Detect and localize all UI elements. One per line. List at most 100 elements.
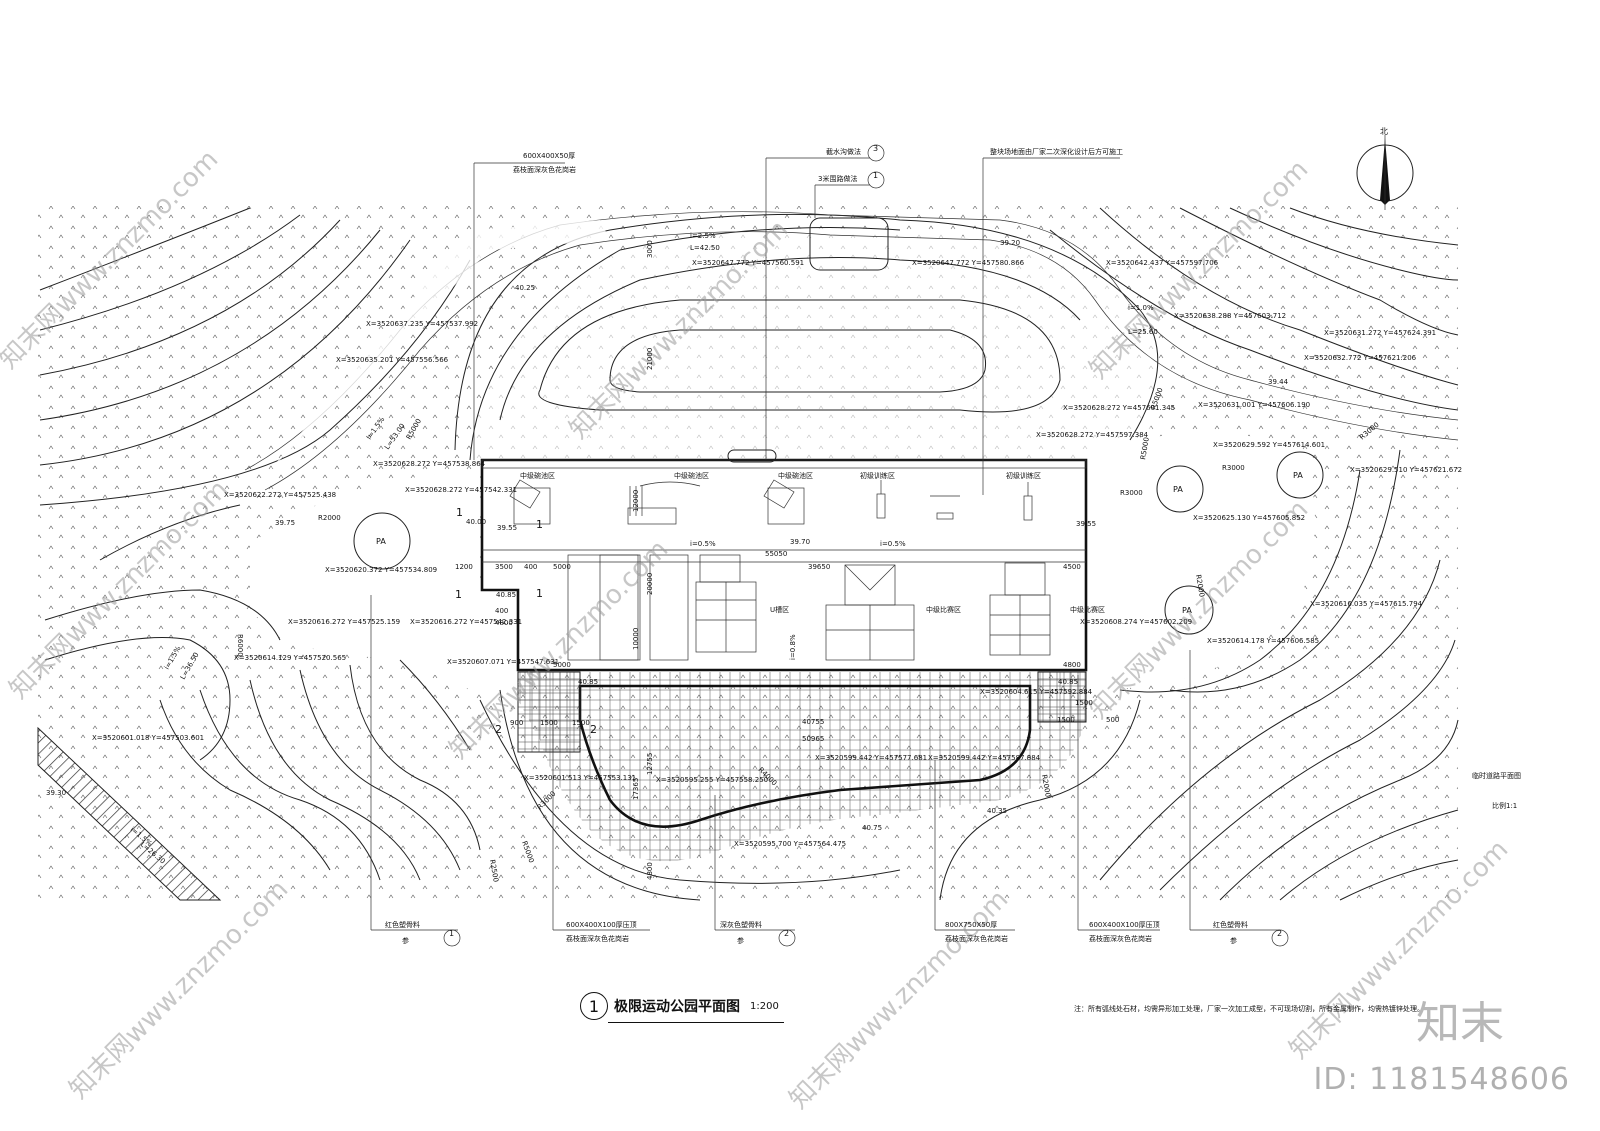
svg-text:X=3520631.001 Y=457606.190: X=3520631.001 Y=457606.190	[1198, 401, 1310, 409]
svg-text:2: 2	[590, 723, 597, 736]
svg-text:X=3520599.442 Y=457587.884: X=3520599.442 Y=457587.884	[928, 754, 1041, 762]
svg-text:X=3520632.772 Y=457621.206: X=3520632.772 Y=457621.206	[1304, 354, 1417, 362]
callout-bottom-5: 600X400X100厚压顶	[1089, 921, 1160, 929]
contour-lines	[39, 207, 1459, 901]
ref-circle	[443, 929, 461, 947]
callout-top-1: 600X400X50厚	[523, 152, 575, 160]
svg-text:X=3520620.372 Y=457534.809: X=3520620.372 Y=457534.809	[325, 566, 437, 574]
svg-text:X=3520628.272 Y=457538.864: X=3520628.272 Y=457538.864	[373, 460, 486, 468]
dimension: 1500	[1057, 716, 1075, 724]
callout-bottom-prefix: 参	[402, 936, 409, 945]
zone-label: U槽区	[770, 605, 789, 614]
svg-text:X=3520642.437 Y=457597.706: X=3520642.437 Y=457597.706	[1106, 259, 1219, 267]
elevation: 40.00	[466, 518, 486, 526]
leader-lines	[370, 157, 1280, 931]
dimension: 50965	[802, 735, 824, 743]
drawing-title: 1 极限运动公园平面图 1:200	[580, 990, 779, 1022]
slope: i=1.0%	[1128, 304, 1154, 312]
dimension: 10000	[632, 628, 640, 650]
svg-text:X=3520607.071 Y=457547.631: X=3520607.071 Y=457547.631	[447, 658, 559, 666]
dimension: 20000	[646, 573, 654, 595]
brand-logo: 知末	[1416, 998, 1504, 1049]
svg-text:X=3520616.035 Y=457615.794: X=3520616.035 Y=457615.794	[1310, 600, 1423, 608]
callout-bottom-6: 红色塑骨料	[1213, 920, 1248, 929]
elevation: 40.85	[578, 678, 598, 686]
dimension: 4800	[1063, 661, 1081, 669]
slope: i=0.5%	[690, 540, 716, 548]
svg-text:R2000: R2000	[1040, 774, 1052, 798]
dimension: 1500	[540, 719, 558, 727]
elevation: 40.85	[496, 591, 516, 599]
road-strip	[37, 726, 222, 901]
dimension: 21000	[646, 348, 654, 370]
dimension: 17365	[632, 778, 640, 800]
slope: L=42.50	[690, 244, 720, 252]
svg-text:1: 1	[536, 518, 543, 531]
dimension: 900	[510, 719, 523, 727]
svg-text:R3000: R3000	[1120, 489, 1143, 497]
callout-box-small	[727, 449, 777, 463]
slope: L=25.60	[1128, 328, 1158, 336]
dimension: 40755	[802, 718, 824, 726]
zone-label: 初级训练区	[860, 471, 895, 480]
svg-text:X=3520604.615 Y=457592.884: X=3520604.615 Y=457592.884	[980, 688, 1093, 696]
callout-top-3: 3米围路做法	[818, 174, 857, 183]
margin-note: 临时道路平面图	[1472, 771, 1521, 780]
svg-text:R2000: R2000	[1194, 574, 1206, 598]
title-number: 1	[580, 992, 608, 1020]
running-track	[244, 211, 1459, 491]
svg-text:X=3520608.274 Y=457602.209: X=3520608.274 Y=457602.209	[1080, 618, 1192, 626]
svg-text:R5000: R5000	[1139, 437, 1151, 461]
dimension: 500	[1106, 716, 1119, 724]
svg-text:X=3520625.130 Y=457605.852: X=3520625.130 Y=457605.852	[1193, 514, 1305, 522]
title-text: 极限运动公园平面图	[614, 999, 740, 1015]
callout-top-1-sub: 荔枝面深灰色花岗岩	[513, 165, 576, 174]
tree-label: PA	[1182, 606, 1192, 615]
svg-text:X=3520629.592 Y=457614.601: X=3520629.592 Y=457614.601	[1213, 441, 1325, 449]
zone-label: 中级碗池区	[778, 471, 813, 480]
margin-note: 比例1:1	[1492, 801, 1517, 810]
elevation: 39.30	[46, 789, 66, 797]
svg-text:知末网www.znzmo.com: 知末网www.znzmo.com	[64, 874, 295, 1105]
callout-bottom-4-sub: 荔枝面深灰色花岗岩	[945, 934, 1008, 943]
callout-top-2: 截水沟做法	[826, 147, 861, 156]
svg-text:X=3520628.272 Y=457597.384: X=3520628.272 Y=457597.384	[1036, 431, 1149, 439]
elevation: 39.55	[497, 524, 517, 532]
svg-text:X=3520622.272 Y=457525.438: X=3520622.272 Y=457525.438	[224, 491, 336, 499]
dimension: 1500	[1075, 699, 1093, 707]
callout-bottom-5-sub: 荔枝面深灰色花岗岩	[1089, 934, 1152, 943]
dimension: 3000	[646, 240, 654, 258]
svg-text:X=3520631.272 Y=457624.391: X=3520631.272 Y=457624.391	[1324, 329, 1436, 337]
north-arrow	[1356, 135, 1414, 210]
skatepark-main-block	[480, 458, 1088, 672]
zone-label: 初级训练区	[1006, 471, 1041, 480]
north-label: 北	[1380, 127, 1388, 136]
tree-label: PA	[1173, 485, 1183, 494]
elevation: 40.75	[862, 824, 882, 832]
svg-text:X=3520614.178 Y=457606.585: X=3520614.178 Y=457606.585	[1207, 637, 1319, 645]
svg-text:X=3520595.255 Y=457558.250: X=3520595.255 Y=457558.250	[656, 776, 768, 784]
svg-text:X=3520599.442 Y=457577.681: X=3520599.442 Y=457577.681	[815, 754, 927, 762]
svg-text:X=3520616.272 Y=457542.331: X=3520616.272 Y=457542.331	[410, 618, 522, 626]
svg-text:1: 1	[536, 587, 543, 600]
dimension: 39650	[808, 563, 830, 571]
dimension: 5000	[553, 563, 571, 571]
elevation: 40.85	[1058, 678, 1078, 686]
svg-text:X=3520601.018 Y=457503.601: X=3520601.018 Y=457503.601	[92, 734, 204, 742]
elevation: 40.35	[987, 807, 1007, 815]
callout-bottom-prefix: 参	[1230, 936, 1237, 945]
svg-text:R2500: R2500	[488, 859, 500, 883]
dimension: 400	[524, 563, 537, 571]
svg-text:2: 2	[495, 723, 502, 736]
svg-text:X=3520628.272 Y=457542.331: X=3520628.272 Y=457542.331	[405, 486, 517, 494]
tree-label: PA	[1293, 471, 1303, 480]
dimension: 4500	[1063, 563, 1081, 571]
dimension: 12000	[632, 490, 640, 512]
slope: i=0.8%	[789, 634, 797, 660]
svg-text:X=3520647.772 Y=457580.866: X=3520647.772 Y=457580.866	[912, 259, 1025, 267]
slope: i=2.5%	[690, 232, 716, 240]
elevation: 40.25	[515, 284, 535, 292]
slope: i=0.5%	[880, 540, 906, 548]
ref-number: 1	[449, 929, 454, 938]
